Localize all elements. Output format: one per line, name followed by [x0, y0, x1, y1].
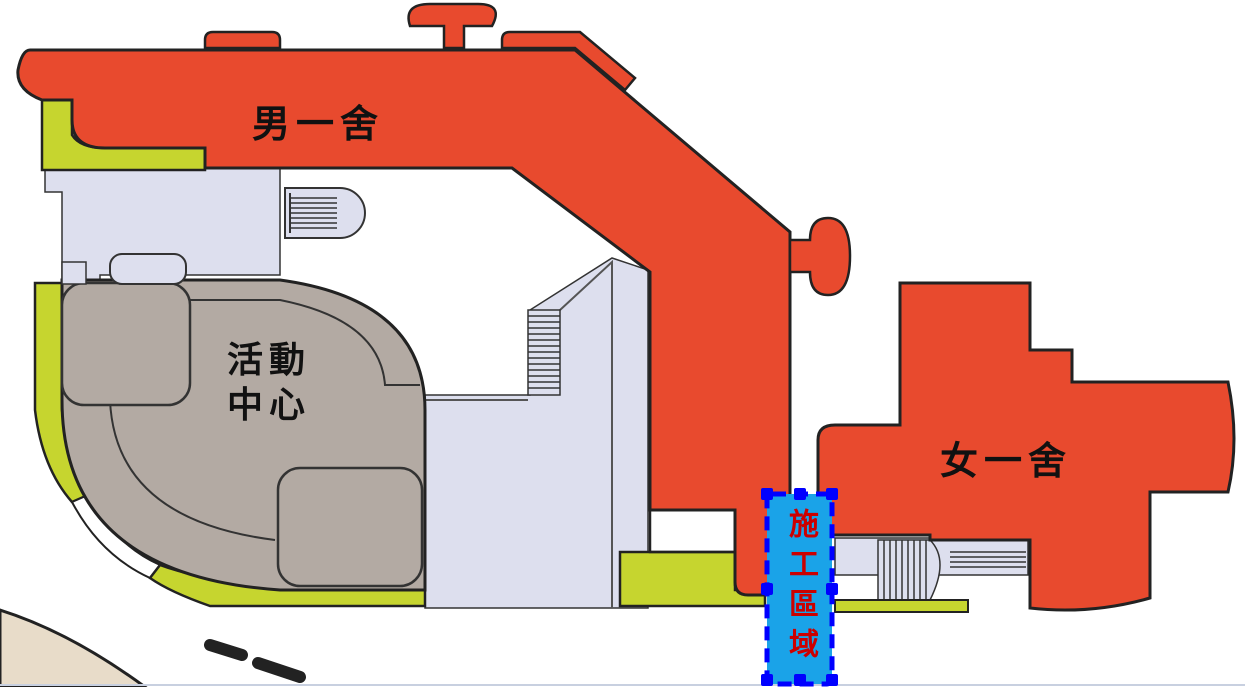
road-dash-2	[252, 657, 306, 683]
construction-area-label: 施工區域	[783, 508, 818, 668]
male-dorm-label: 男一舍	[252, 101, 385, 146]
female-dorm-label: 女一舍	[940, 438, 1073, 483]
stair-icon	[284, 187, 366, 239]
construction-area-handles	[761, 488, 838, 686]
corridor-walk-2	[559, 259, 613, 608]
activity-center-building	[60, 253, 427, 592]
stair-icon	[877, 539, 1026, 601]
road	[0, 608, 148, 687]
female-dorm-building	[816, 281, 1236, 612]
lawn-bottom-right	[834, 599, 969, 613]
road-dash-1	[204, 639, 248, 661]
stair-icon	[527, 309, 561, 396]
activity-center-label: 活動 中心	[226, 339, 311, 426]
